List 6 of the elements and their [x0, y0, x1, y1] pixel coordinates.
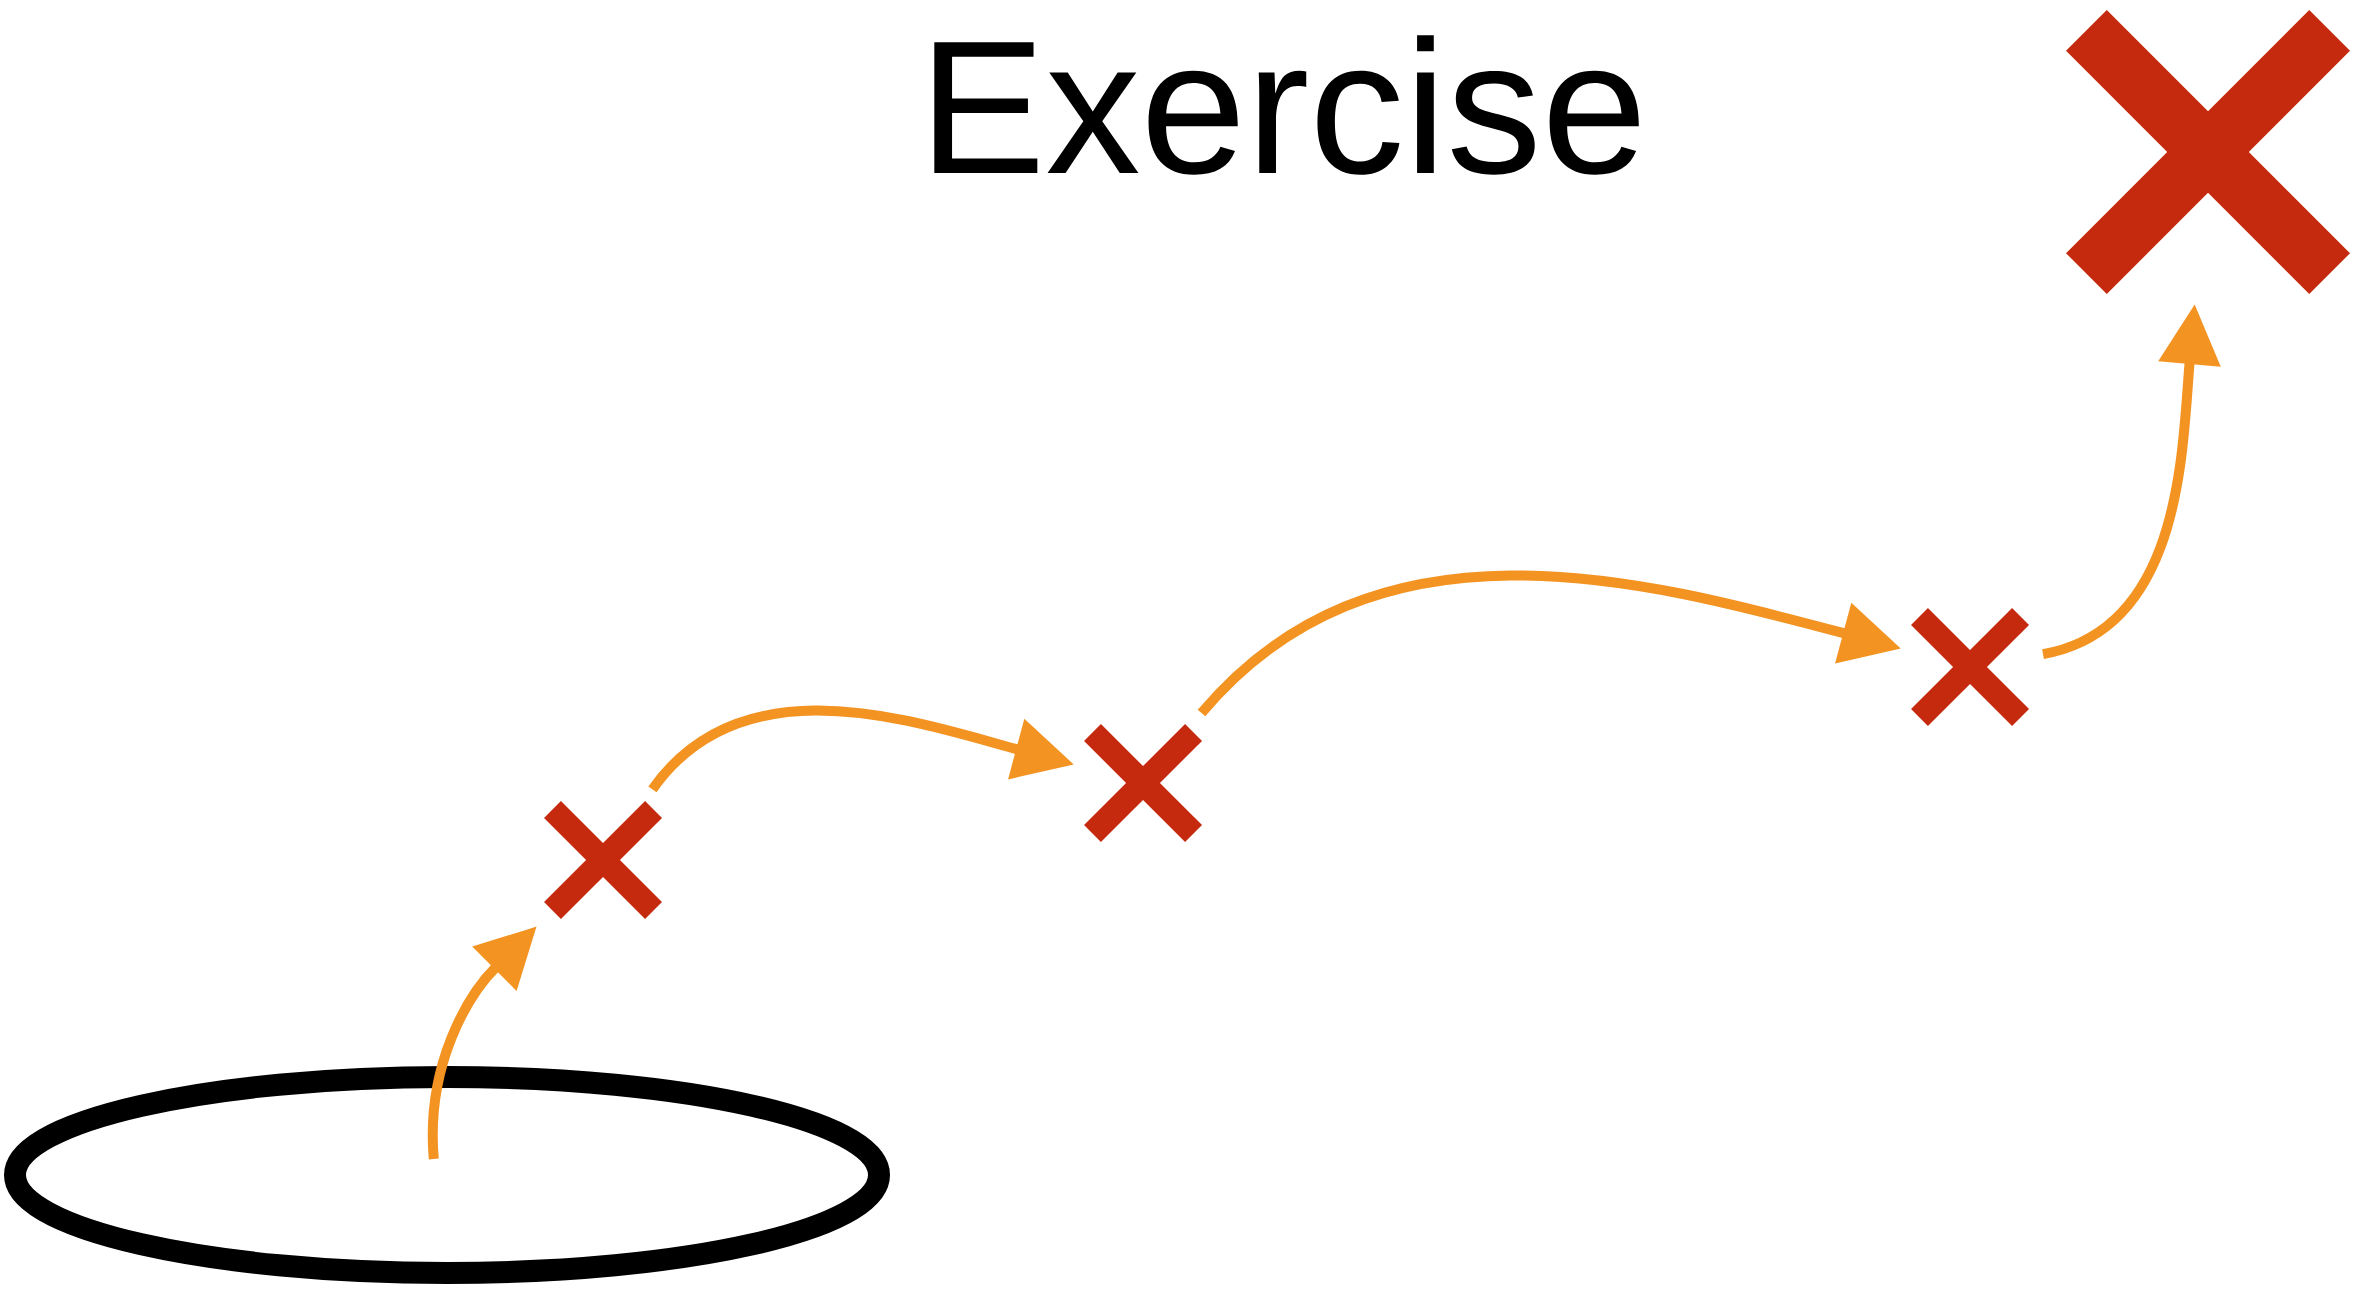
cross-mark [2066, 10, 2350, 294]
ellipse-ring [4, 1066, 890, 1284]
cross-mark [544, 801, 662, 919]
cross-mark [1084, 724, 1202, 842]
title: Exercise [934, 35, 1639, 175]
cross-mark [1911, 608, 2029, 726]
